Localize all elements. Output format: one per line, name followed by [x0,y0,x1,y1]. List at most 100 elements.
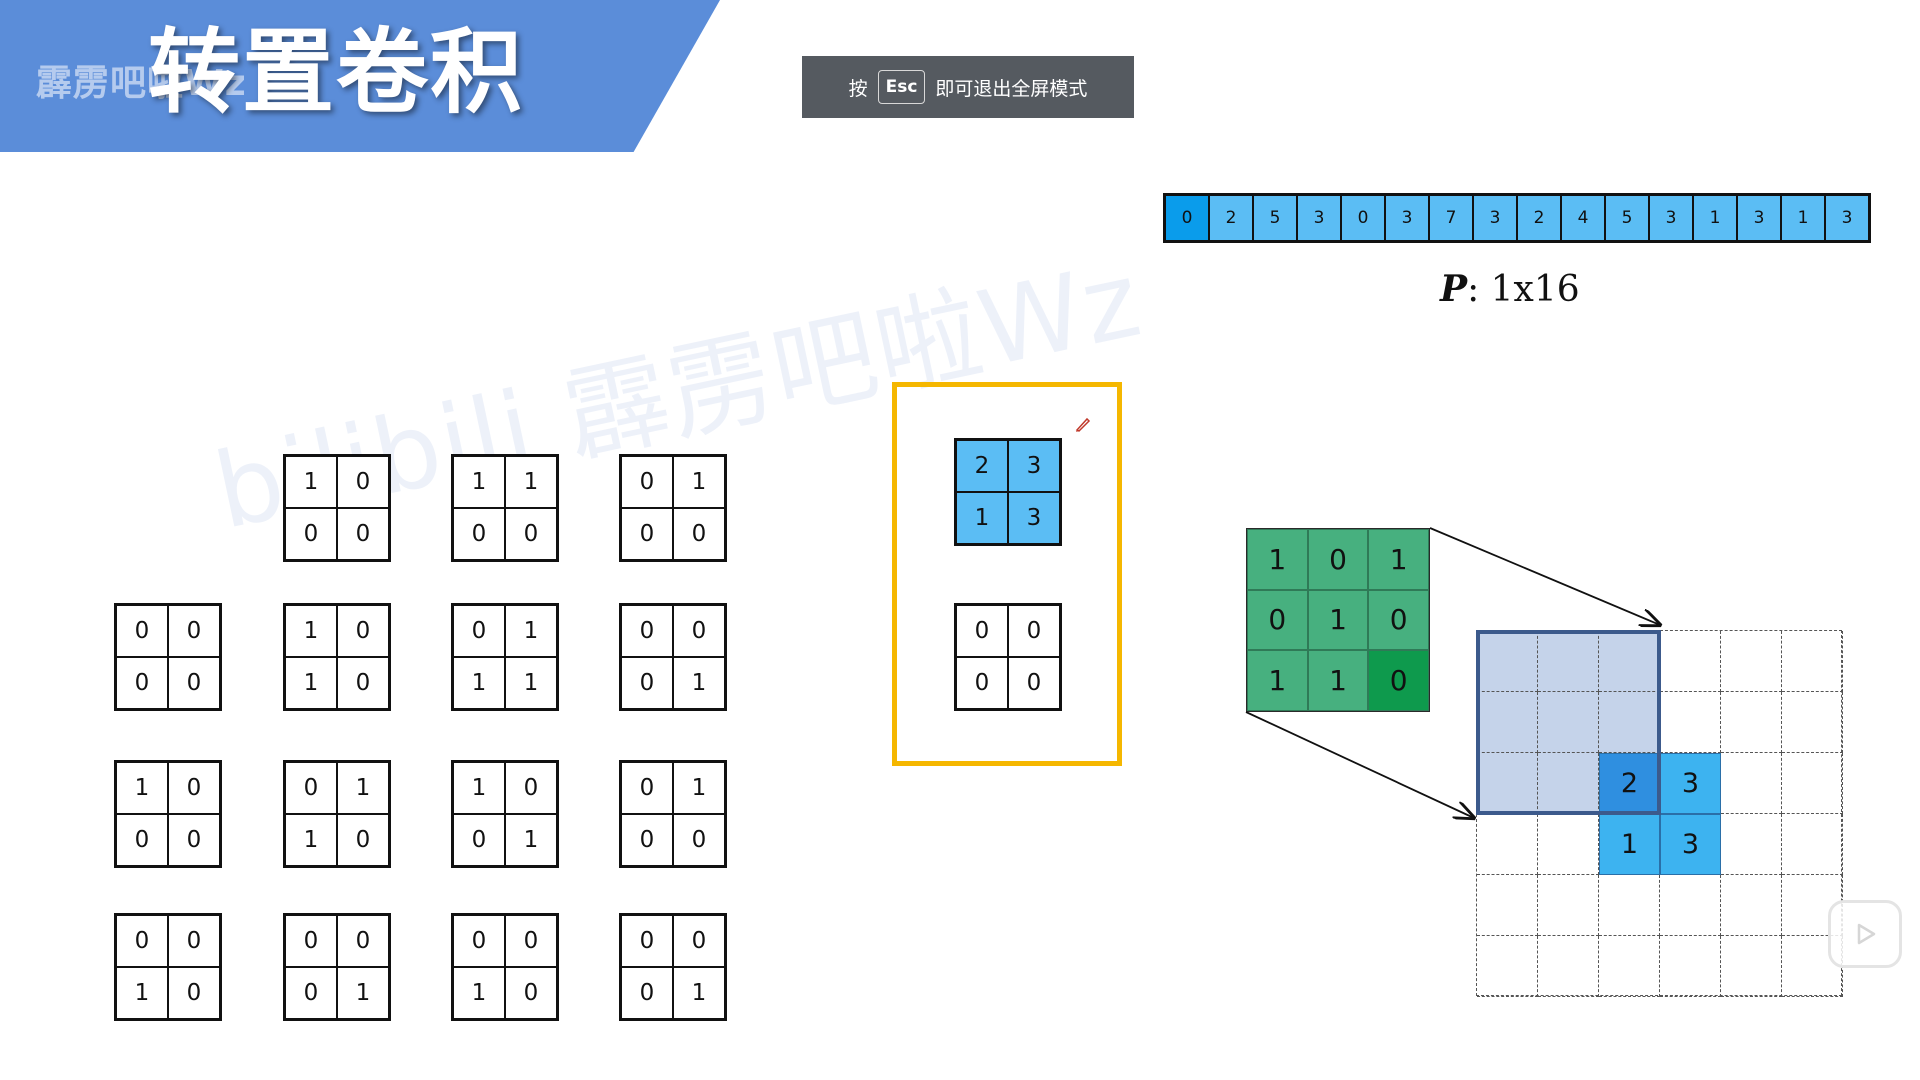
matrix-cell: 1 [453,762,505,814]
grid-cell [1477,936,1538,997]
matrix-cell: 1 [453,456,505,508]
matrix-cell: 1 [116,967,168,1019]
matrix-cell: 1 [673,762,725,814]
kernel-cell: 1 [1368,529,1429,590]
matrix-cell: 1 [673,657,725,709]
highlight-box [892,382,1122,766]
matrix-cell: 1 [453,657,505,709]
matrix-cell: 0 [453,814,505,866]
matrix-2x2: 0 1 1 0 [283,760,391,868]
grid-cell [1599,692,1660,753]
p-vector-cell: 4 [1562,196,1606,240]
matrix-cell: 0 [621,967,673,1019]
kernel-cell: 1 [1247,650,1308,711]
grid-cell [1477,875,1538,936]
matrix-cell: 0 [505,508,557,560]
matrix-cell: 1 [337,762,389,814]
matrix-cell: 1 [285,605,337,657]
result-matrix-cell: 0 [1008,605,1060,657]
matrix-cell: 1 [505,456,557,508]
grid-cell [1477,631,1538,692]
p-vector-cell: 0 [1166,196,1210,240]
matrix-cell: 0 [168,814,220,866]
p-vector-cell: 3 [1738,196,1782,240]
grid-cell [1477,814,1538,875]
matrix-cell: 0 [337,915,389,967]
arrow-top [1429,527,1660,625]
kernel-cell: 0 [1247,589,1308,651]
kernel-3x3: 1 0 1 0 1 0 1 1 0 [1246,528,1430,712]
matrix-cell: 0 [673,508,725,560]
matrix-cell: 0 [621,456,673,508]
matrix-2x2: 0 0 1 0 [114,913,222,1021]
input-matrix-cell: 1 [956,492,1008,544]
grid-cell [1538,936,1599,997]
matrix-2x2: 0 0 0 1 [283,913,391,1021]
matrix-cell: 1 [505,657,557,709]
arrow-bottom [1245,711,1474,818]
p-vector-cell: 0 [1342,196,1386,240]
matrix-cell: 0 [453,508,505,560]
grid-cell [1538,631,1599,692]
grid-cell [1599,936,1660,997]
p-vector-cell: 1 [1782,196,1826,240]
result-matrix-2x2: 0 0 0 0 [954,603,1062,711]
grid-cell [1782,631,1843,692]
page-title: 转置卷积 [148,19,525,126]
matrix-cell: 0 [621,915,673,967]
p-vector-cell: 3 [1298,196,1342,240]
grid-cell [1782,753,1843,814]
matrix-2x2: 1 1 0 0 [451,454,559,562]
watermark-left: 霹雳吧啦Wz [36,63,247,104]
matrix-cell: 0 [673,605,725,657]
matrix-cell: 0 [337,657,389,709]
grid-cell [1660,875,1721,936]
grid-cell [1721,936,1782,997]
grid-cell [1721,875,1782,936]
matrix-cell: 0 [168,915,220,967]
p-vector-cell: 5 [1254,196,1298,240]
notice-press-label: 按 [848,77,868,100]
grid-cell [1721,631,1782,692]
grid-cell [1538,814,1599,875]
matrix-2x2: 0 0 0 1 [619,603,727,711]
matrix-cell: 0 [285,915,337,967]
matrix-cell: 0 [285,508,337,560]
matrix-cell: 0 [168,762,220,814]
p-vector-caption: P: 1x16 [1440,268,1580,310]
grid-cell [1660,631,1721,692]
matrix-cell: 0 [621,508,673,560]
matrix-cell: 0 [505,762,557,814]
p-vector-cell: 2 [1210,196,1254,240]
matrix-cell: 0 [337,456,389,508]
matrix-cell: 1 [285,657,337,709]
title-banner [0,0,720,152]
kernel-window-frame [1476,630,1661,815]
matrix-cell: 0 [168,657,220,709]
grid-cell [1721,814,1782,875]
notice-message: 即可退出全屏模式 [935,77,1088,100]
matrix-cell: 1 [673,456,725,508]
grid-cell [1538,875,1599,936]
play-button[interactable] [1828,900,1902,968]
fullscreen-exit-notice: 按 Esc 即可退出全屏模式 [802,56,1134,118]
matrix-cell: 1 [116,762,168,814]
result-matrix-cell: 0 [956,657,1008,709]
matrix-2x2: 0 1 0 0 [619,454,727,562]
grid-cell [1660,936,1721,997]
grid-cell [1782,814,1843,875]
kernel-cell: 1 [1247,529,1308,590]
matrix-cell: 0 [337,814,389,866]
matrix-cell: 0 [337,508,389,560]
matrix-cell: 1 [505,814,557,866]
input-matrix-cell: 2 [956,440,1008,492]
matrix-2x2: 0 1 1 1 [451,603,559,711]
matrix-cell: 0 [621,605,673,657]
matrix-cell: 0 [453,605,505,657]
kernel-cell: 1 [1307,589,1369,651]
matrix-cell: 0 [505,915,557,967]
matrix-cell: 0 [453,915,505,967]
matrix-cell: 0 [337,605,389,657]
p-vector-cell: 3 [1650,196,1694,240]
p-vector-cell: 2 [1518,196,1562,240]
